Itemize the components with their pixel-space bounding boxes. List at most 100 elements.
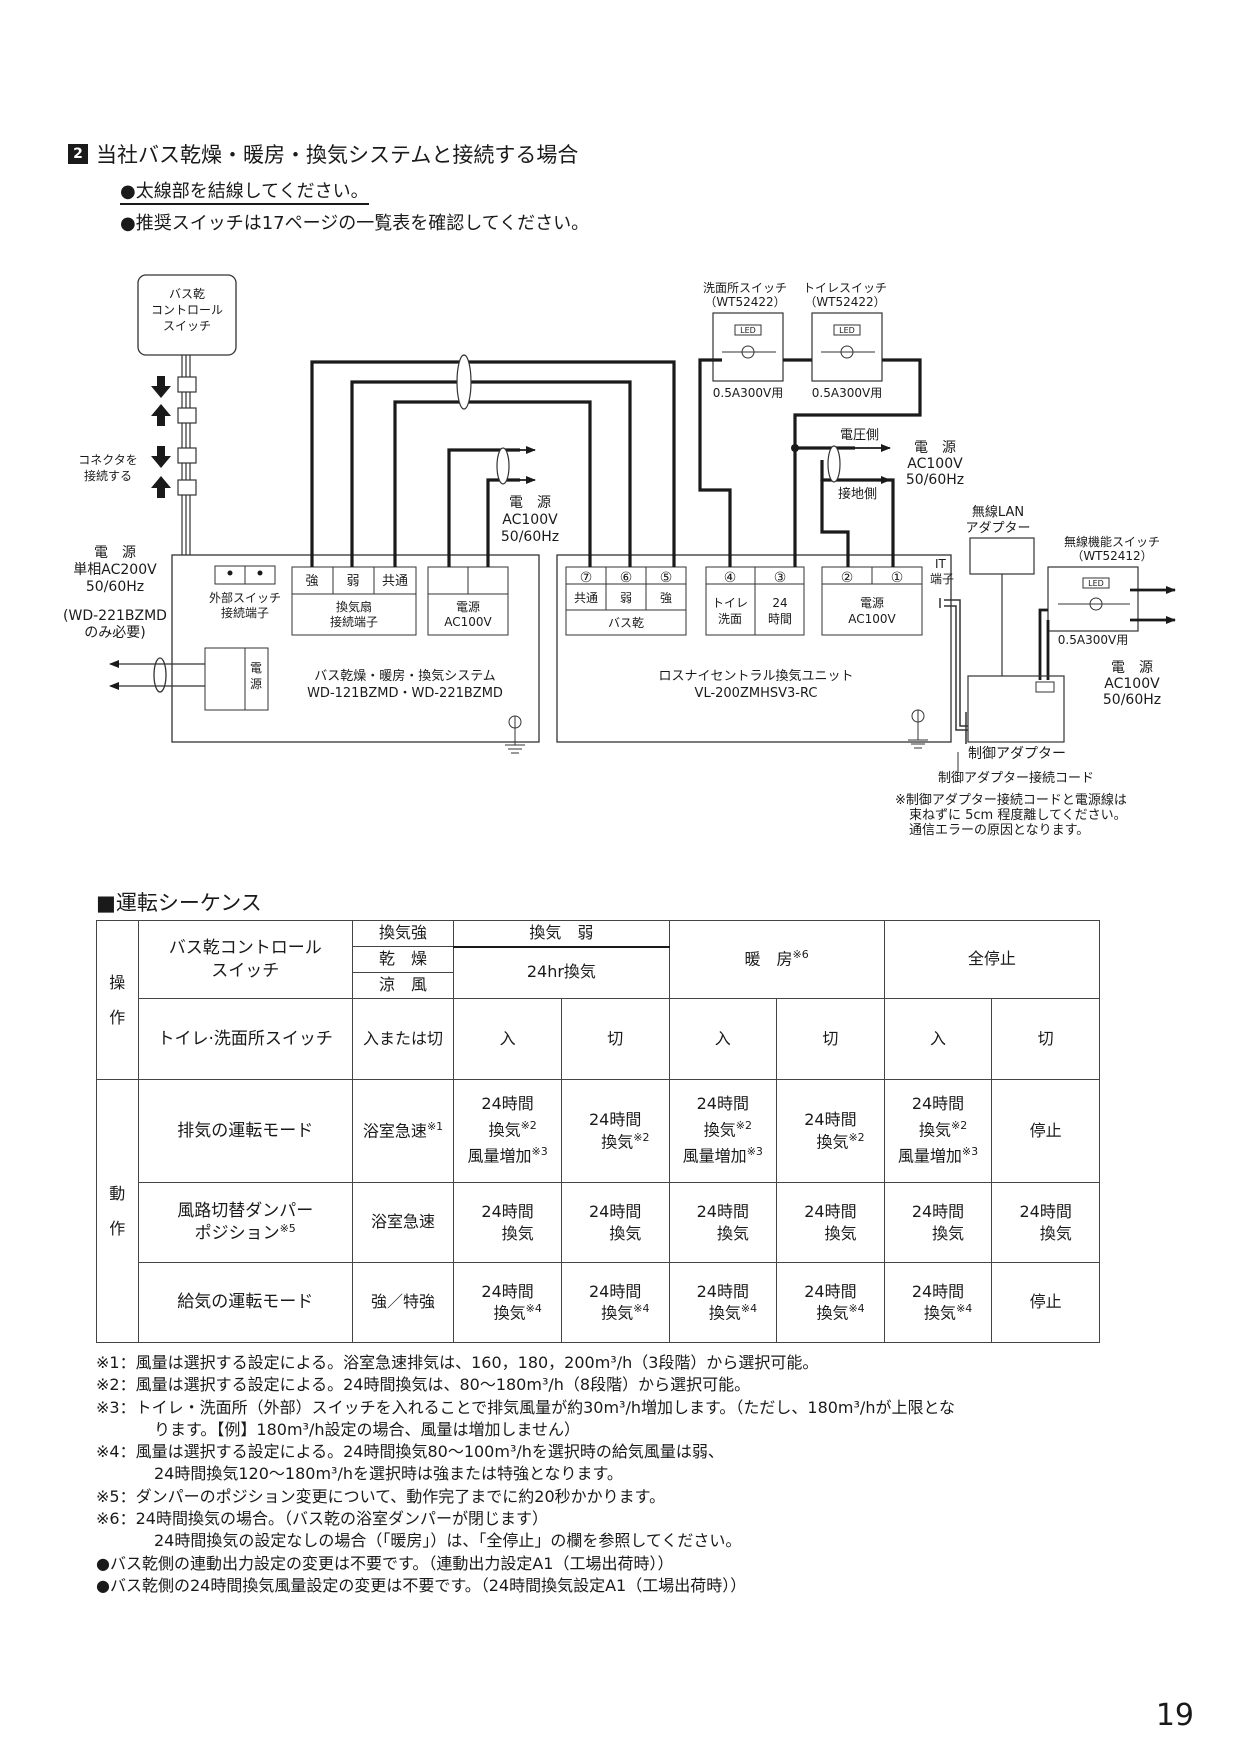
supply-cell: 24時間 換気※4	[883, 1262, 993, 1343]
svg-text:⑥: ⑥	[620, 570, 633, 586]
h24-kanki: 24hr換気	[453, 946, 670, 999]
ctrl-adapter-cord-label: 制御アダプター接続コード	[938, 770, 1094, 786]
svg-text:接続端子: 接続端子	[330, 614, 378, 629]
supply-cell: 24時間 換気※4	[453, 1262, 562, 1343]
on-or-off: 入または切	[351, 998, 455, 1080]
section-title: 当社バス乾燥・暖房・換気システムと接続する場合	[96, 143, 579, 167]
zenteishi: 全停止	[883, 920, 1101, 999]
svg-text:50/60Hz: 50/60Hz	[906, 472, 964, 488]
note-3-cont: ります。【例】180m³/h設定の場合、風量は増加しません）	[154, 1419, 580, 1439]
svg-text:弱: 弱	[620, 591, 632, 605]
fan-terminal-strong: 強	[305, 574, 318, 589]
damper-cell: 24時間 換気	[560, 1182, 670, 1263]
note-6: ※6：24時間換気の場合。（バス乾の浴室ダンパーが閉じます）	[96, 1509, 548, 1529]
svg-text:①: ①	[891, 570, 904, 586]
svg-text:時間: 時間	[768, 612, 792, 626]
wd-note: (WD-221BZMD	[63, 608, 167, 624]
supply-cell: 24時間 換気※4	[776, 1262, 885, 1343]
svg-text:のみ必要): のみ必要)	[84, 625, 145, 641]
bullet-link-output: ●バス乾側の連動出力設定の変更は不要です。（連動出力設定A1（工場出荷時））	[96, 1553, 674, 1573]
svg-text:50/60Hz: 50/60Hz	[1103, 692, 1161, 708]
power-200v-leads	[109, 657, 205, 693]
note-6-cont: 24時間換気の設定なしの場合（「暖房」）は、「全停止」の欄を参照してください。	[154, 1531, 742, 1551]
mode-kyo: 換気強	[351, 920, 455, 947]
wlan-adapter	[969, 537, 1035, 575]
svg-text:24: 24	[772, 596, 787, 610]
svg-text:LED: LED	[740, 326, 756, 335]
svg-text:（WT52422）: （WT52422）	[804, 295, 885, 309]
wireless-wiring	[1038, 586, 1176, 680]
mode-ryofu: 涼 風	[351, 972, 455, 999]
ground-symbol-left	[505, 715, 525, 754]
svg-text:⑤: ⑤	[660, 570, 673, 586]
svg-text:接続端子: 接続端子	[221, 605, 269, 620]
svg-text:接続する: 接続する	[84, 468, 132, 483]
svg-text:AC100V: AC100V	[1104, 676, 1160, 692]
svg-text:単相AC200V: 単相AC200V	[73, 562, 157, 578]
side-action: 動作	[96, 1079, 139, 1343]
power-left-label: 電 源	[94, 545, 136, 561]
wireless-switch-label: 無線機能スイッチ	[1064, 534, 1160, 549]
svg-text:束ねずに 5cm 程度離してください。: 束ねずに 5cm 程度離してください。	[909, 807, 1127, 823]
ext-switch-terminal: 外部スイッチ	[209, 590, 281, 605]
svg-text:バス乾: バス乾	[169, 287, 205, 301]
note-4-cont: 24時間換気120～180m³/hを選択時は強または特強となります。	[154, 1464, 623, 1484]
control-cable	[177, 355, 197, 555]
svg-text:④: ④	[724, 570, 737, 586]
supply-cell: 24時間 換気※4	[560, 1262, 670, 1343]
svg-text:LED: LED	[839, 326, 855, 335]
control-adapter	[967, 675, 1065, 743]
wlan-adapter-label: 無線LAN	[972, 504, 1024, 520]
svg-text:換気扇: 換気扇	[336, 599, 372, 614]
damper-cell: 24時間 換気	[991, 1182, 1100, 1263]
side-operation: 操作	[96, 920, 139, 1080]
bundle-marker-top	[456, 354, 472, 410]
svg-text:（WT52422）: （WT52422）	[704, 295, 785, 309]
bundle-marker-mid	[496, 447, 510, 485]
section-number: 2	[68, 144, 88, 164]
svg-text:AC100V: AC100V	[907, 456, 963, 472]
toilet-switch-label: トイレスイッチ	[803, 281, 887, 295]
exhaust-cell: 24時間 換気※2	[560, 1079, 670, 1183]
supply-stop: 停止	[991, 1262, 1100, 1343]
svg-text:AC100V: AC100V	[444, 615, 492, 629]
senmen-switch-label: 洗面所スイッチ	[703, 281, 787, 295]
svg-text:③: ③	[774, 570, 787, 586]
fan-terminal-common: 共通	[382, 574, 408, 589]
note-1: ※1：風量は選択する設定による。浴室急速排気は、160，180，200m³/h（…	[96, 1353, 819, 1372]
senmen-rating: 0.5A300V用	[713, 386, 783, 400]
mode-kansou: 乾 燥	[351, 946, 455, 973]
svg-text:源: 源	[250, 677, 262, 691]
senmen-switch: LED	[712, 312, 784, 382]
svg-text:端子: 端子	[930, 572, 954, 586]
svg-text:AC100V: AC100V	[502, 512, 558, 528]
note-3: ※3：トイレ・洗面所（外部）スイッチを入れることで排気風量が約30m³/h増加し…	[96, 1397, 955, 1417]
supply-cell: 24時間 換気※4	[668, 1262, 778, 1343]
svg-text:通信エラーの原因となります。: 通信エラーの原因となります。	[909, 823, 1089, 838]
note-2: ※2：風量は選択する設定による。24時間換気は、80～180m³/h（8段階）か…	[96, 1375, 751, 1395]
bullet-24h-setting: ●バス乾側の24時間換気風量設定の変更は不要です。（24時間換気設定A1（工場出…	[96, 1575, 747, 1595]
damper-first: 浴室急速	[351, 1182, 455, 1263]
page-number: 19	[1155, 1698, 1194, 1733]
bold-wiring	[310, 360, 676, 567]
section-heading: 2 当社バス乾燥・暖房・換気システムと接続する場合	[68, 139, 578, 169]
wireless-switch: LED	[1047, 566, 1139, 632]
exhaust-mode-label: 排気の運転モード	[137, 1079, 353, 1183]
bath-control-switch: バス乾 コントロール スイッチ	[137, 274, 237, 356]
dengen-vertical: 電	[250, 661, 262, 675]
svg-text:強: 強	[660, 591, 672, 605]
exhaust-stop: 停止	[991, 1079, 1100, 1183]
supply-first: 強／特強	[351, 1262, 455, 1343]
bath-system-unit: 外部スイッチ 接続端子 強 弱 共通 換気扇 接続端子 電源 AC100V 電 …	[171, 554, 540, 743]
voltage-side: 電圧側	[840, 428, 879, 443]
note-5: ※5：ダンパーのポジション変更について、動作完了までに約20秒かかります。	[96, 1486, 666, 1506]
bundle-marker-right	[827, 445, 841, 483]
svg-text:電源: 電源	[860, 596, 884, 610]
svg-text:⑦: ⑦	[580, 570, 593, 586]
unit-name: ロスナイセントラル換気ユニット	[658, 668, 853, 684]
svg-text:②: ②	[841, 570, 854, 586]
svg-text:50/60Hz: 50/60Hz	[86, 579, 144, 595]
bath-power-terminal: 電源	[456, 600, 480, 614]
